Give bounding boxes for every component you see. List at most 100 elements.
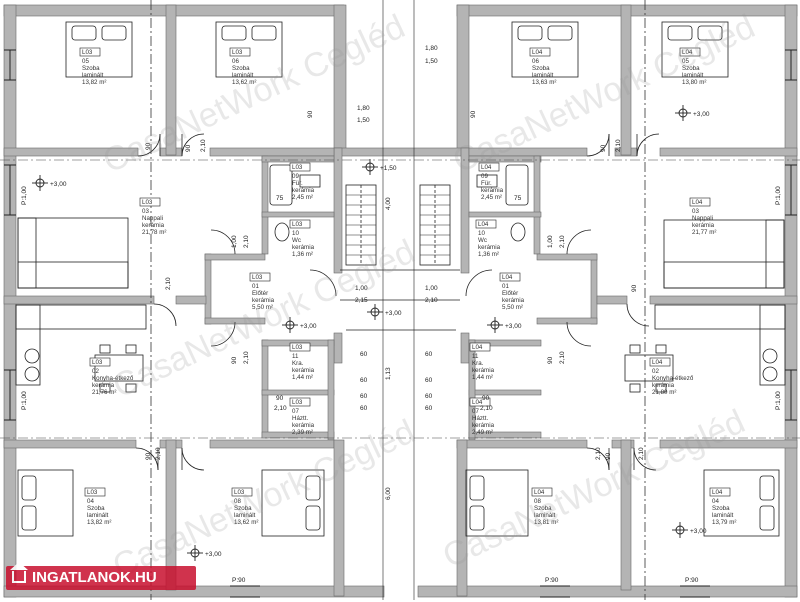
room-name: Szoba: [534, 505, 552, 512]
room-name: Kra.: [472, 360, 484, 367]
room-tag: L03: [292, 164, 303, 171]
room-floor: laminált: [232, 72, 254, 79]
room-floor: kerámia: [652, 382, 675, 389]
room-area: 13,79 m²: [712, 519, 736, 526]
room-tag-box: [289, 397, 311, 407]
room-tag: L04: [478, 221, 489, 228]
dim-90e: 90: [605, 452, 612, 460]
level-h: +3,00: [385, 310, 402, 317]
dim-p100b: P:1,00: [21, 391, 28, 410]
room-number: 09: [292, 173, 299, 180]
room-tag-box: [469, 397, 491, 407]
room-area: 1,44 m²: [292, 374, 313, 381]
room-name: Szoba: [682, 65, 700, 72]
room-tag: L03: [82, 49, 93, 56]
room-name: Konyha-étkező: [652, 375, 694, 382]
room-number: 09: [481, 173, 488, 180]
dim-215: 2,15: [355, 297, 368, 304]
dim-113: 1,13: [385, 367, 392, 380]
dim-75b: 75: [514, 195, 522, 202]
room-area: 2,45 m²: [481, 194, 502, 201]
dim-90g: 90: [547, 356, 554, 364]
level-f: +3,00: [205, 551, 222, 558]
ingatlanok-badge[interactable]: INGATLANOK.HU: [6, 562, 196, 590]
room-name: Wc: [292, 237, 301, 244]
room-name: Szoba: [232, 65, 250, 72]
dim-90i: 90: [482, 395, 490, 402]
room-area: 13,62 m²: [232, 79, 256, 86]
room-number: 03: [142, 208, 149, 215]
room-area: 1,36 m²: [292, 251, 313, 258]
room-tag: L04: [712, 489, 723, 496]
room-name: Für.: [292, 180, 303, 187]
dim-150b: 1,50: [357, 117, 370, 124]
dim-210c: 2,10: [615, 139, 622, 152]
dim-90h: 90: [276, 395, 284, 402]
room-tag-box: [289, 342, 311, 352]
dim-60a: 60: [360, 351, 368, 358]
dim-p90c: P:90: [685, 577, 699, 584]
room-floor: laminált: [87, 512, 109, 519]
dim-p90a: P:90: [232, 577, 246, 584]
room-area: 13,82 m²: [87, 519, 111, 526]
room-number: 01: [252, 283, 259, 290]
room-name: Szoba: [82, 65, 100, 72]
room-floor: kerámia: [692, 222, 715, 229]
room-area: 1,36 m²: [478, 251, 499, 258]
room-number: 05: [82, 58, 89, 65]
room-name: Nappali: [142, 215, 163, 222]
room-tag-box: [249, 272, 271, 282]
room-tag-box: [529, 47, 551, 57]
room-area: 5,50 m²: [252, 304, 273, 311]
dim-210j: 2,10: [559, 351, 566, 364]
room-area: 2,45 m²: [292, 194, 313, 201]
room-tag: L03: [142, 199, 153, 206]
room-name: Wc: [478, 237, 487, 244]
dim-210l: 2,10: [480, 405, 493, 412]
room-tag: L03: [292, 344, 303, 351]
room-area: 13,81 m²: [534, 519, 558, 526]
room-tag: L03: [232, 49, 243, 56]
room-tag-box: [89, 357, 111, 367]
room-name: Szoba: [234, 505, 252, 512]
dim-210a: 2,10: [425, 297, 438, 304]
room-tag-box: [478, 162, 500, 172]
room-floor: kerámia: [481, 187, 504, 194]
dim-90c: 90: [600, 144, 607, 152]
dim-100a: 1,00: [355, 285, 368, 292]
room-name: Szoba: [532, 65, 550, 72]
room-name: Háztt.: [472, 415, 488, 422]
room-tag: L03: [292, 399, 303, 406]
dim-210b: 2,10: [200, 139, 207, 152]
room-tag: L03: [87, 489, 98, 496]
room-tag-box: [79, 47, 101, 57]
room-floor: laminált: [82, 72, 104, 79]
level-c: +1,50: [380, 165, 397, 172]
room-number: 05: [682, 58, 689, 65]
room-tag: L04: [502, 274, 513, 281]
room-number: 08: [234, 498, 241, 505]
room-name: Szoba: [712, 505, 730, 512]
dim-60c: 60: [360, 377, 368, 384]
room-tag-box: [475, 219, 497, 229]
room-tag-box: [531, 487, 553, 497]
room-number: 02: [652, 368, 659, 375]
room-floor: kerámia: [292, 367, 315, 374]
dim-p100c: P:1,00: [775, 186, 782, 205]
room-tag-box: [84, 487, 106, 497]
room-tag: L04: [682, 49, 693, 56]
room-floor: kerámia: [472, 367, 495, 374]
room-area: 21,78 m²: [142, 229, 166, 236]
room-name: Für.: [481, 180, 492, 187]
dim-90a: 90: [145, 142, 152, 150]
